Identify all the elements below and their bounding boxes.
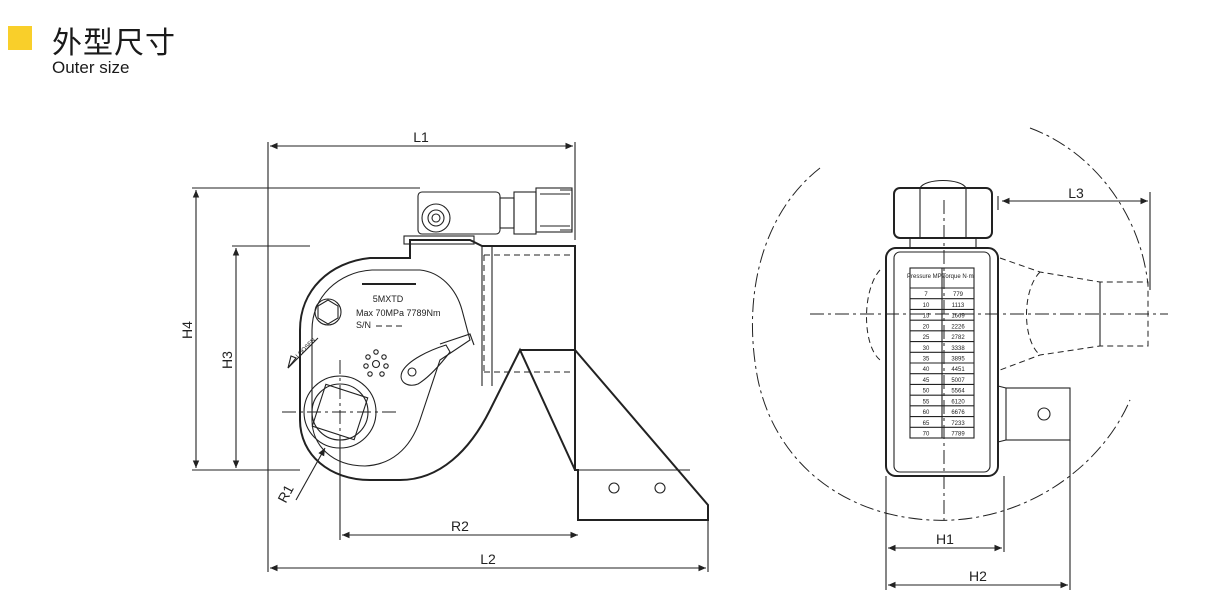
- side-view: 5MXTD Max 70MPa 7789Nm S/N LOOSEN L1 L2 …: [179, 129, 709, 572]
- pressure-torque-table: Pressure MPa Torque N·m 7 779 10 1113 15 1669…: [907, 267, 975, 439]
- dim-H2: H2: [969, 568, 987, 584]
- table-cell-pressure: 25: [923, 335, 930, 341]
- table-cell-pressure: 60: [923, 410, 930, 416]
- dim-H3: H3: [219, 351, 235, 369]
- plate-model: 5MXTD: [373, 294, 404, 304]
- table-cell-torque: 2226: [951, 324, 965, 330]
- table-cell-torque: 5007: [951, 378, 965, 384]
- table-header-pressure: Pressure MPa: [907, 274, 946, 280]
- table-cell-torque: 1113: [952, 303, 965, 309]
- table-cell-torque: 7789: [951, 432, 965, 438]
- dim-L2: L2: [480, 551, 496, 567]
- table-cell-pressure: 10: [923, 303, 930, 309]
- table-cell-torque: 2782: [951, 335, 965, 341]
- square-drive: [282, 360, 400, 470]
- table-cell-pressure: 30: [923, 346, 930, 352]
- table-cell-torque: 5564: [951, 389, 965, 395]
- dim-H1: H1: [936, 531, 954, 547]
- plate-direction: LOOSEN: [295, 337, 317, 359]
- table-cell-pressure: 15: [923, 314, 930, 320]
- swivel-fitting: [403, 187, 573, 245]
- table-cell-pressure: 70: [923, 432, 930, 438]
- table-cell-pressure: 35: [923, 357, 930, 363]
- section-title-cn: 外型尺寸: [52, 26, 176, 61]
- table-cell-torque: 7233: [951, 421, 965, 427]
- table-cell-torque: 779: [953, 292, 964, 298]
- table-cell-pressure: 55: [923, 399, 930, 405]
- table-cell-pressure: 7: [924, 292, 928, 298]
- table-cell-torque: 6120: [951, 399, 965, 405]
- dim-R2: R2: [451, 518, 469, 534]
- table-cell-torque: 3895: [951, 357, 965, 363]
- table-cell-torque: 3338: [951, 346, 965, 352]
- plate-rating: Max 70MPa 7789Nm: [356, 308, 441, 318]
- front-view: Pressure MPa Torque N·m 7 779 10 1113 15 1669…: [752, 127, 1168, 590]
- table-header-torque: Torque N·m: [942, 274, 973, 280]
- section-title-en: Outer size: [52, 58, 130, 77]
- dim-H4: H4: [179, 321, 195, 339]
- table-cell-torque: 4451: [951, 367, 965, 373]
- dim-L3: L3: [1068, 185, 1084, 201]
- table-cell-pressure: 45: [923, 378, 930, 384]
- table-cell-pressure: 65: [923, 421, 930, 427]
- table-cell-torque: 1669: [951, 314, 965, 320]
- table-cell-pressure: 50: [923, 389, 930, 395]
- dim-R1: R1: [274, 482, 297, 506]
- vent-dots: [363, 349, 389, 377]
- plate-serial: S/N: [356, 320, 371, 330]
- dim-L1: L1: [413, 129, 429, 145]
- table-cell-pressure: 20: [923, 324, 930, 330]
- accent-square: [8, 26, 32, 50]
- table-cell-pressure: 40: [923, 367, 930, 373]
- table-cell-torque: 6676: [951, 410, 965, 416]
